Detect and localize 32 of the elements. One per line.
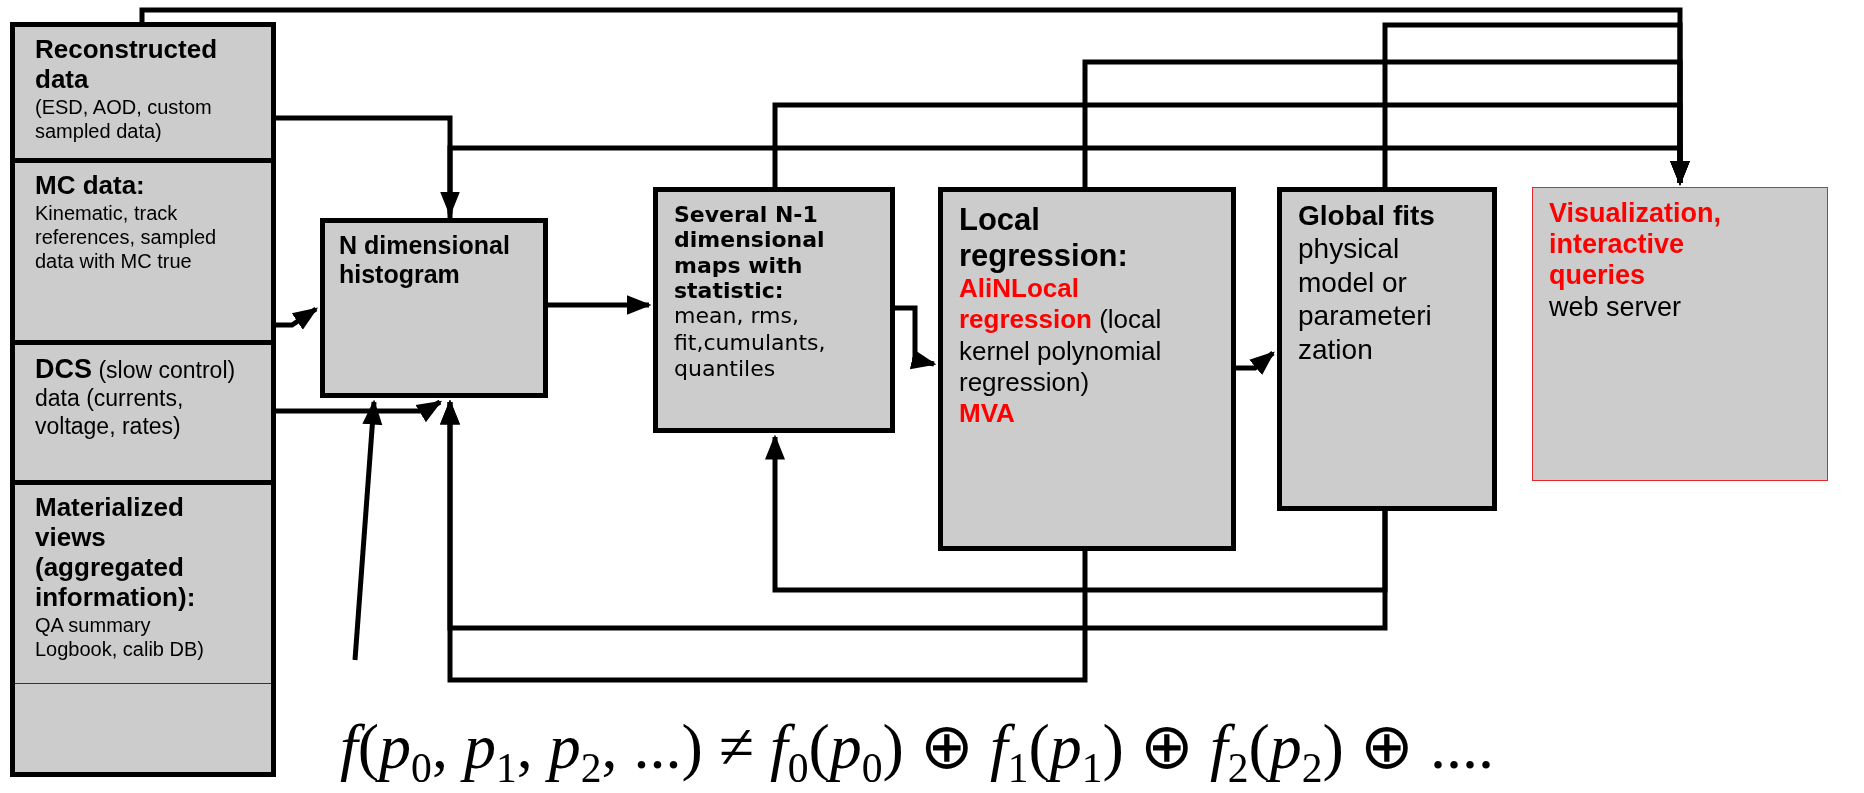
heading: Local regression: bbox=[959, 202, 1129, 274]
description: QA summary Logbook, calib DB) bbox=[35, 612, 205, 661]
description: MVA bbox=[959, 398, 1016, 430]
heading: Several N-1 dimensional maps with statistic: bbox=[674, 202, 826, 304]
arrow bbox=[440, 399, 1388, 631]
arrow bbox=[765, 434, 1388, 593]
arrow bbox=[548, 295, 652, 315]
heading: N dimensional histogram bbox=[339, 231, 511, 289]
arrow bbox=[352, 399, 383, 661]
description: DCS (slow control) data (currents, voltage, rates) bbox=[35, 353, 237, 441]
formula-text: f(p$_{0}$, p$_{1}$, p$_{2}$, ...) ≠ f$_{0}$(p$_{0}$) ⊕ f$_{1}$(p$_{1}$) ⊕ f$_{2}$(p$_{2}$) ⊕ .... bbox=[340, 715, 1495, 790]
heading: Visualization, interactive queries bbox=[1549, 198, 1723, 292]
arrow bbox=[276, 399, 443, 423]
process-box bbox=[1277, 187, 1497, 511]
description: AliNLocal regression (local kernel polynomial regression) bbox=[959, 273, 1163, 399]
heading: Global fits bbox=[1298, 200, 1436, 233]
process-box bbox=[320, 218, 548, 398]
heading: MC data: bbox=[35, 171, 146, 201]
process-box bbox=[653, 187, 895, 433]
description: web server bbox=[1549, 291, 1683, 324]
arrow bbox=[276, 306, 319, 330]
description: mean, rms, fit,cumulants, quantiles bbox=[674, 303, 827, 383]
process-box bbox=[938, 187, 1236, 551]
arrow bbox=[447, 145, 1690, 218]
description: Kinematic, track references, sampled data with MC true bbox=[35, 200, 218, 273]
arrow bbox=[895, 305, 937, 370]
heading: Reconstructed data bbox=[35, 35, 219, 95]
description: physical model or parameteri zation bbox=[1298, 232, 1433, 367]
description: (ESD, AOD, custom sampled data) bbox=[35, 94, 213, 143]
heading: Materialized views (aggregated information): bbox=[35, 493, 197, 613]
arrow bbox=[1236, 351, 1275, 376]
output-box bbox=[1532, 187, 1828, 481]
